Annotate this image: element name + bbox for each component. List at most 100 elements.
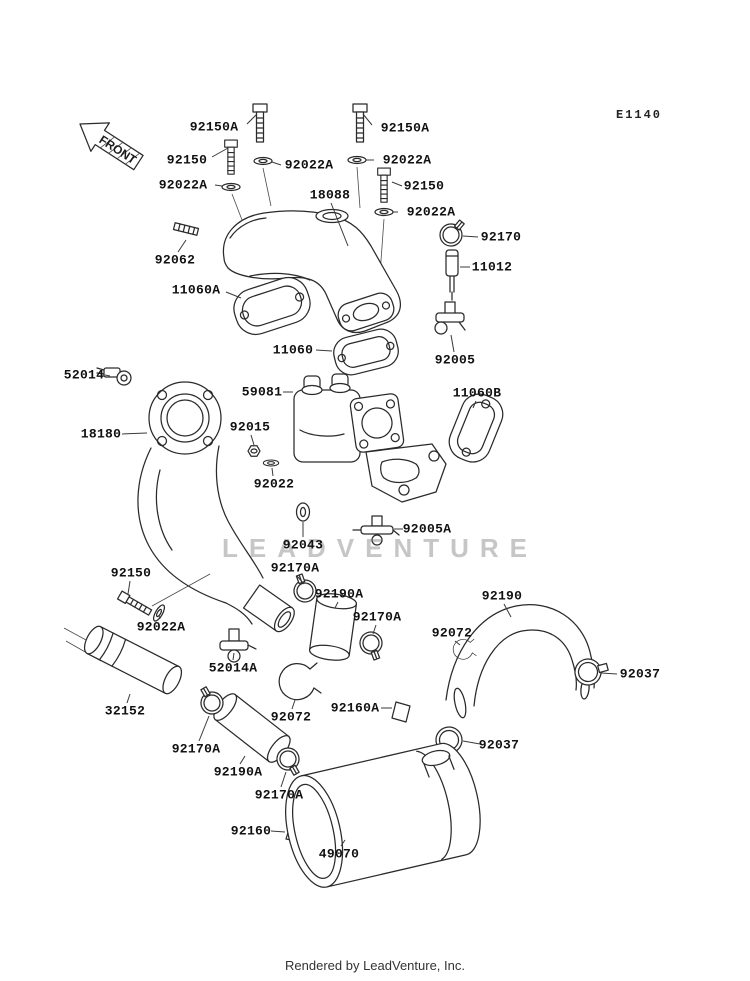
leader-line [246, 113, 258, 125]
gasket-11060a [233, 276, 311, 336]
part-label-92037[interactable]: 92037 [619, 666, 661, 682]
part-label-92150[interactable]: 92150 [166, 152, 208, 168]
leadventure-watermark: LEADVENTURE [222, 533, 539, 563]
hose-32152 [83, 625, 183, 695]
sensor-11012 [445, 249, 459, 301]
part-label-92170a[interactable]: 92170A [352, 609, 402, 625]
leader-line [315, 349, 333, 352]
part-label-59081[interactable]: 59081 [241, 384, 283, 400]
leader-line [391, 181, 403, 187]
part-label-92022a[interactable]: 92022A [158, 177, 208, 193]
part-label-92190a[interactable]: 92190A [213, 764, 263, 780]
part-label-92022a[interactable]: 92022A [406, 204, 456, 220]
leader-line [270, 830, 286, 833]
manifold-18088 [222, 208, 402, 334]
part-label-18180[interactable]: 18180 [80, 426, 122, 442]
part-label-11060a[interactable]: 11060A [171, 282, 221, 298]
hose-92190a-2 [213, 693, 291, 763]
gasket-11060 [333, 328, 399, 376]
clamp-92170a-2 [356, 628, 388, 664]
leader-line [121, 432, 148, 435]
bolt-92150-lower [116, 590, 153, 616]
part-label-52014[interactable]: 52014 [63, 367, 105, 383]
fitting-52014a [219, 628, 257, 663]
part-label-52014a[interactable]: 52014A [208, 660, 258, 676]
leader-line [250, 434, 255, 446]
part-label-92005a[interactable]: 92005A [402, 521, 452, 537]
joint-92160a [391, 701, 411, 723]
leader-line [280, 771, 287, 788]
rendered-by-footer: Rendered by LeadVenture, Inc. [285, 958, 465, 973]
washer-92022 [262, 459, 280, 467]
wireclip-92072-1 [278, 662, 322, 701]
part-label-92170a[interactable]: 92170A [270, 560, 320, 576]
leader-line [462, 740, 481, 745]
washer-92022a-1 [253, 156, 273, 166]
leader-line [271, 161, 282, 166]
part-label-92037[interactable]: 92037 [478, 737, 520, 753]
leader-line [225, 291, 242, 299]
muffler-inlet-stub [421, 749, 455, 778]
leader-line [271, 467, 274, 477]
part-label-92015[interactable]: 92015 [229, 419, 271, 435]
gasket-11060b [448, 393, 504, 463]
part-label-18088[interactable]: 18088 [309, 187, 351, 203]
casting-59081 [293, 373, 405, 463]
diagram-code: E1140 [616, 108, 663, 122]
part-label-92072[interactable]: 92072 [270, 709, 312, 725]
nut-92015 [247, 445, 261, 457]
leader-line [600, 672, 618, 675]
part-label-92170[interactable]: 92170 [480, 229, 522, 245]
leader-line [340, 839, 346, 847]
leader-line [239, 755, 246, 765]
bracket [365, 443, 447, 503]
leader-line [198, 715, 210, 742]
leader-line [362, 113, 373, 126]
washer-92022a-2 [347, 155, 367, 165]
part-label-92005[interactable]: 92005 [434, 352, 476, 368]
leader-line [126, 693, 131, 704]
fitting-92005 [434, 301, 466, 335]
part-label-92190a[interactable]: 92190A [314, 586, 364, 602]
part-label-49070[interactable]: 49070 [318, 846, 360, 862]
leader-line [334, 601, 339, 609]
bolt-92150a-left [252, 103, 268, 143]
part-label-11060[interactable]: 11060 [272, 342, 314, 358]
part-label-92022[interactable]: 92022 [253, 476, 295, 492]
leader-line [158, 615, 161, 620]
muffler-49070 [285, 742, 481, 888]
part-label-92150a[interactable]: 92150A [189, 119, 239, 135]
clamp-92170 [434, 214, 471, 252]
hose-92190a-1 [308, 593, 358, 661]
part-label-92170a[interactable]: 92170A [171, 741, 221, 757]
washer-92022a-4 [374, 207, 394, 217]
fitting-92005a [352, 515, 400, 546]
part-label-92150a[interactable]: 92150A [380, 120, 430, 136]
part-label-92150[interactable]: 92150 [403, 178, 445, 194]
part-label-92190[interactable]: 92190 [481, 588, 523, 604]
part-label-92062[interactable]: 92062 [154, 252, 196, 268]
part-label-92150[interactable]: 92150 [110, 565, 152, 581]
part-label-92170a[interactable]: 92170A [254, 787, 304, 803]
part-label-92072[interactable]: 92072 [431, 625, 473, 641]
clamp-92037-right [571, 653, 612, 689]
leader-line [104, 374, 111, 377]
leader-line [211, 147, 229, 158]
leader-line [462, 235, 479, 238]
part-label-92160[interactable]: 92160 [230, 823, 272, 839]
part-label-11060b[interactable]: 11060B [452, 385, 502, 401]
part-label-92160a[interactable]: 92160A [330, 700, 380, 716]
part-label-92022a[interactable]: 92022A [382, 152, 432, 168]
part-label-92043[interactable]: 92043 [282, 537, 324, 553]
part-label-32152[interactable]: 32152 [104, 703, 146, 719]
part-label-11012[interactable]: 11012 [471, 259, 513, 275]
leader-line [503, 603, 512, 618]
part-label-92022a[interactable]: 92022A [284, 157, 334, 173]
part-label-92022a[interactable]: 92022A [136, 619, 186, 635]
bushing-92043 [295, 502, 311, 522]
leader-line [454, 640, 461, 646]
leader-line [177, 239, 187, 253]
leader-lines [104, 113, 618, 847]
